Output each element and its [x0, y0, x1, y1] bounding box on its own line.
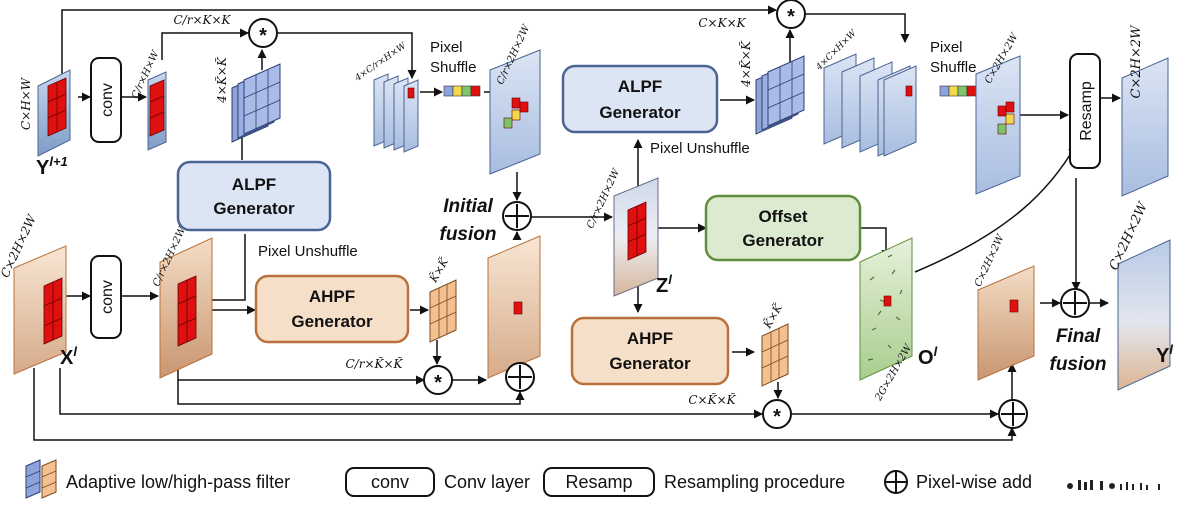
dim-mult-left: C/r×K̃×K̃: [346, 356, 404, 371]
y-conv-feature: [147, 71, 167, 151]
legend-conv-box: [345, 467, 435, 497]
add-final-small: [998, 399, 1028, 429]
offset-generator: Offset Generator: [704, 194, 862, 262]
hp-feature-final: [977, 265, 1035, 381]
add-final: [1060, 288, 1090, 318]
pixel-unshuffle-mid: Pixel Unshuffle: [650, 140, 750, 157]
mult-sym-1: *: [259, 25, 267, 47]
alpf-generator-top: ALPF Generator: [176, 160, 332, 232]
o-label: Ol: [918, 344, 938, 369]
dim-mult-mid: C×K̃×K̃: [688, 392, 736, 407]
alpf-kernel-grid-1: [231, 63, 281, 143]
dim-alpf-kernel-2: 4×K̃×K̃: [738, 40, 753, 88]
alpf-left-line2: Generator: [213, 199, 295, 218]
alpf-generator-mid: ALPF Generator: [561, 64, 719, 134]
dim-alpf-kernel-1: 4×K̃×K̃: [214, 56, 229, 104]
alpf-top-line2: Generator: [599, 103, 681, 122]
y-next-label: Yl+1: [36, 154, 68, 179]
final-fusion-line2: fusion: [1050, 354, 1107, 375]
pixel-unshuffle-left: Pixel Unshuffle: [258, 243, 358, 260]
dim-top-ckk: C×K×K: [698, 16, 746, 30]
conv-box-bottom: conv: [90, 255, 122, 339]
initial-fusion-line2: fusion: [440, 224, 497, 245]
legend-resamp-box-text: Resamp: [565, 472, 632, 492]
y-resampled-feature: [1121, 57, 1169, 197]
ps-input-stack-1: [373, 73, 419, 153]
ahpf-mid-line1: AHPF: [627, 329, 673, 348]
ps-input-stack-2: [823, 53, 917, 157]
ps2-line2: Shuffle: [930, 59, 976, 76]
mult-sym-4: *: [773, 406, 781, 428]
ahpf-generator-mid: AHPF Generator: [570, 316, 730, 386]
dim-ahpf-kernel-1: K̃×K̃: [426, 255, 451, 285]
ahpf-kernel-grid-1: [429, 279, 457, 343]
conv-box-top: conv: [90, 57, 122, 143]
add-left-small: [505, 362, 535, 392]
multiply-mid: *: [762, 399, 792, 429]
add-initial: [502, 201, 532, 231]
ahpf-left-line1: AHPF: [309, 287, 355, 306]
alpf-left-line1: ALPF: [232, 175, 276, 194]
offset-line2: Generator: [742, 231, 824, 250]
ahpf-generator-left: AHPF Generator: [254, 274, 410, 344]
x-conv-feature: [159, 237, 213, 379]
resamp-box: Resamp: [1069, 53, 1101, 169]
z-feature: [613, 177, 659, 297]
dim-y-in: C×H×W: [19, 76, 33, 130]
watermark-logo: [1067, 480, 1160, 490]
multiply-top-left: *: [248, 18, 278, 48]
legend: Adaptive low/high-pass filter conv Conv …: [25, 459, 1160, 499]
initial-fusion-line1: Initial: [443, 196, 493, 217]
connections: [33, 5, 1121, 441]
ps2-line1: Pixel: [930, 39, 963, 56]
offset-line1: Offset: [758, 207, 807, 226]
x-input-feature: [13, 245, 67, 375]
ps1-line1: Pixel: [430, 39, 463, 56]
ps-output-feature-2: [975, 55, 1021, 195]
y-out-label: Yl: [1156, 342, 1173, 367]
legend-resamp-text: Resampling procedure: [664, 472, 845, 492]
legend-add-text: Pixel-wise add: [916, 472, 1032, 492]
shuffle-cubes-2: [939, 85, 977, 97]
legend-resamp-box: [543, 467, 655, 497]
ahpf-mid-line2: Generator: [609, 354, 691, 373]
y-output-feature: [1117, 239, 1171, 391]
conv-top-label: conv: [99, 83, 116, 117]
alpf-kernel-grid-2: [755, 55, 805, 135]
alpf-top-line1: ALPF: [618, 77, 662, 96]
ps-output-feature-1: [489, 49, 541, 175]
offset-map: [859, 237, 913, 381]
legend-conv-box-text: conv: [371, 472, 409, 492]
multiply-top-right: *: [776, 0, 806, 29]
final-fusion-line1: Final: [1056, 326, 1101, 347]
resamp-label: Resamp: [1078, 81, 1095, 141]
multiply-left: *: [423, 365, 453, 395]
hp-feature-left: [487, 235, 541, 379]
legend-add-icon: [884, 470, 908, 494]
y-input-feature: [37, 69, 71, 157]
ps1-line2: Shuffle: [430, 59, 476, 76]
shuffle-cubes-1: [443, 85, 481, 97]
ahpf-left-line2: Generator: [291, 312, 373, 331]
dim-resamp-out: C×2H×2W: [1129, 24, 1144, 99]
mult-sym-3: *: [434, 372, 442, 394]
legend-filter-icon: [25, 459, 57, 499]
dim-k-top: C/r×K×K: [174, 13, 232, 27]
legend-conv-text: Conv layer: [444, 472, 530, 492]
x-label: Xl: [60, 344, 77, 369]
z-label: Zl: [656, 272, 672, 297]
conv-bottom-label: conv: [99, 280, 116, 314]
mult-sym-2: *: [787, 6, 795, 28]
legend-filter-text: Adaptive low/high-pass filter: [66, 472, 290, 492]
ahpf-kernel-grid-2: [761, 323, 789, 387]
